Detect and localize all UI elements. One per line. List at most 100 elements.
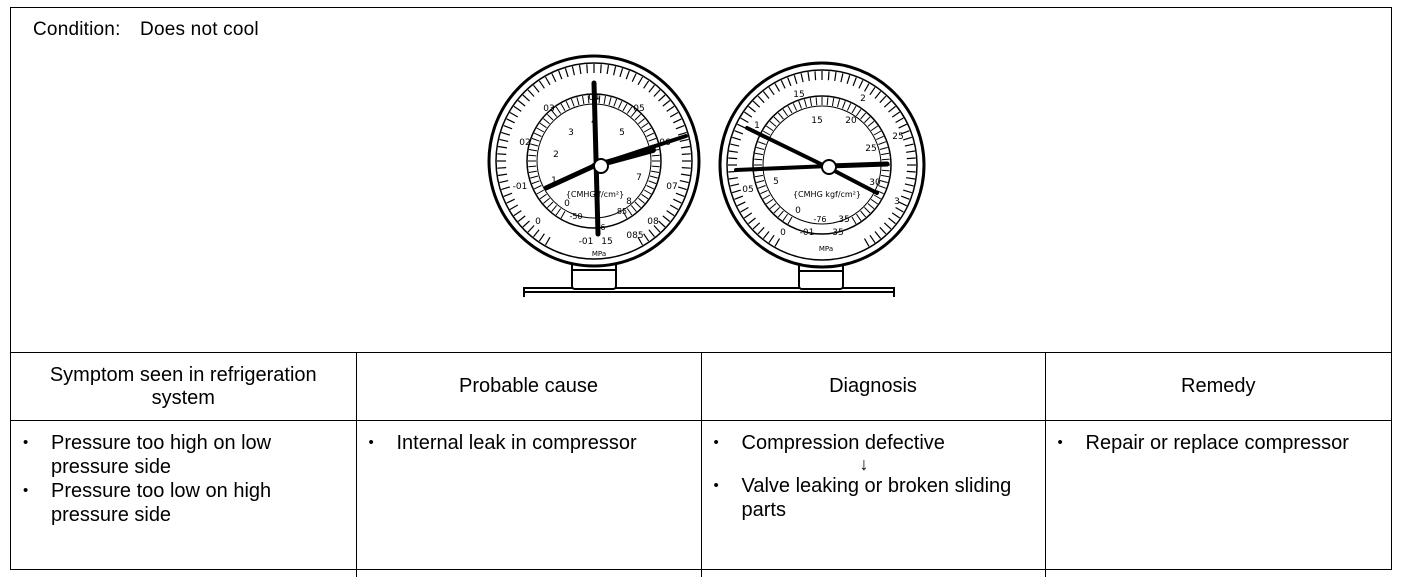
dial-tick [631, 73, 637, 82]
dial-tick [766, 125, 774, 132]
dial-tick [869, 234, 876, 244]
dial-tick [803, 99, 807, 108]
dial-tick [903, 136, 912, 141]
dial-tick [634, 113, 642, 121]
dial-tick [881, 174, 890, 178]
dial-tick [740, 117, 749, 124]
dial-tick [777, 210, 784, 218]
dial-tick [498, 173, 508, 177]
dial-tick [506, 198, 515, 204]
dial-tick [863, 238, 870, 247]
dial-tick [669, 204, 679, 211]
high-pressure-gauge: 15 2 1 25 05 3 0 -01 35 15 20 25 5 30 0 … [718, 61, 926, 269]
dial-tick [730, 143, 740, 147]
dial-tick [876, 135, 884, 141]
dial-tick [762, 194, 771, 200]
low-inner-label: 5 [619, 128, 625, 138]
dial-tick [638, 197, 645, 204]
high-outer-label: 2 [860, 94, 866, 104]
high-inner-label: 30 [869, 178, 881, 188]
dial-tick [743, 212, 753, 219]
low-outer-label: 05 [633, 104, 644, 114]
dial-tick [544, 236, 551, 246]
dial-tick [503, 125, 513, 130]
high-outer-label: 35 [832, 228, 843, 238]
dial-tick [782, 109, 789, 117]
dial-tick [777, 112, 784, 120]
dial-tick [879, 226, 887, 235]
dial-tick [643, 80, 650, 89]
dial-tick [874, 91, 882, 99]
dial-tick [867, 120, 875, 127]
dial-tick [533, 84, 540, 93]
dial-tick [570, 98, 575, 107]
dial-tick [870, 125, 878, 132]
dial-tick [815, 97, 818, 106]
dial-tick [878, 141, 887, 145]
dial-tick [740, 206, 749, 213]
dial-tick [754, 174, 763, 178]
dial-tick [527, 89, 535, 97]
dial-tick [501, 186, 511, 191]
dial-tick [852, 77, 857, 87]
dial-tick [851, 105, 857, 114]
dial-tick [768, 234, 775, 244]
troubleshooting-table: Symptom seen in refrigeration system Pro… [11, 352, 1391, 577]
dial-tick [888, 105, 896, 113]
dial-tick [762, 91, 770, 99]
dial-tick [732, 189, 741, 194]
low-outer-label: 085 [626, 231, 643, 241]
dial-tick [831, 97, 835, 106]
dial-tick [834, 71, 837, 81]
dial-tick [754, 158, 763, 161]
dial-tick [555, 208, 562, 216]
dial-tick [622, 210, 628, 219]
dial-tick [840, 73, 844, 83]
dial-tick [533, 229, 540, 238]
dial-tick [904, 183, 914, 187]
dial-tick [891, 212, 901, 219]
dial-tick [587, 95, 590, 104]
dial-tick [769, 120, 777, 127]
dial-tick [879, 180, 888, 184]
dial-tick [762, 231, 770, 239]
dial-tick [619, 68, 624, 78]
cause-cell: Internal leak in compressor [355, 420, 702, 577]
high-inner-label: 5 [773, 177, 779, 187]
symptom-cell: Pressure too high on low pressure side P… [11, 420, 357, 577]
high-outer-label: 15 [793, 90, 804, 100]
dial-tick [883, 100, 892, 108]
dial-tick [613, 66, 617, 76]
dial-tick [757, 226, 765, 235]
dial-tick [513, 105, 522, 112]
dial-tick [669, 111, 679, 118]
diagnosis-item: Compression defective [710, 431, 1037, 455]
dial-tick [837, 99, 841, 108]
dial-tick [622, 103, 628, 112]
dial-tick [864, 207, 871, 214]
dial-tick [648, 84, 655, 93]
dial-tick [677, 186, 687, 191]
dial-tick [528, 170, 537, 173]
dial-tick [598, 95, 601, 104]
high-gauge-outer-ticks [728, 71, 916, 247]
dial-tick [873, 130, 882, 136]
dial-tick [800, 73, 804, 83]
dial-tick [618, 100, 623, 109]
dial-tick [499, 180, 509, 184]
header-symptom: Symptom seen in refrigeration system [11, 352, 357, 421]
dial-tick [522, 94, 530, 102]
dial-tick [608, 97, 612, 106]
dial-tick [530, 175, 539, 179]
dial-tick [680, 173, 690, 177]
dial-tick [546, 113, 554, 121]
dial-tick [855, 109, 862, 117]
low-outer-label: 0 [535, 217, 541, 227]
dial-tick [793, 75, 798, 84]
dial-tick [737, 123, 746, 129]
low-gauge-hub [593, 158, 609, 174]
low-outer-label: 03 [543, 104, 554, 114]
dial-tick [881, 158, 890, 161]
dial-tick [530, 143, 539, 147]
dial-tick [895, 206, 904, 213]
